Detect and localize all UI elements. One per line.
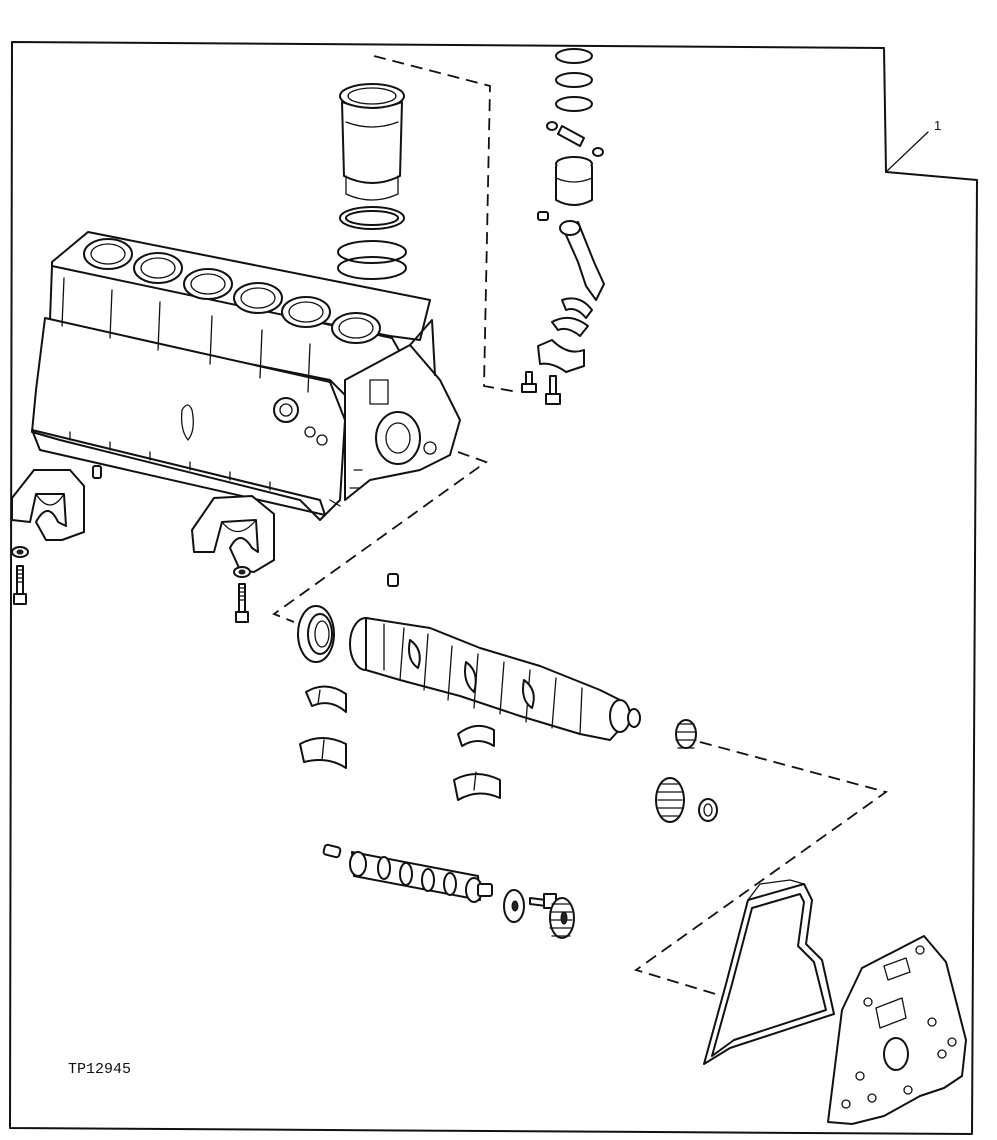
- crankshaft-gear: [675, 719, 697, 749]
- oil-pump-gear: [655, 777, 718, 823]
- camshaft: [322, 843, 493, 903]
- crankshaft: [349, 617, 641, 741]
- main-cap-bolt-1: [11, 546, 29, 605]
- assembly-dashed-line-crank: [272, 451, 488, 623]
- rod-bolt-2: [545, 375, 561, 405]
- rod-bolt-1: [521, 371, 537, 393]
- piston-rings: [555, 48, 593, 112]
- frame-border: [9, 41, 978, 1135]
- crankshaft-dowel: [387, 573, 399, 587]
- assembly-dashed-line-liner: [373, 55, 519, 393]
- piston-pin: [546, 121, 604, 157]
- figure-id-label: TP12945: [68, 1061, 131, 1078]
- cylinder-block: [31, 231, 461, 521]
- callout-number: 1: [934, 118, 941, 133]
- rod-bearings: [551, 297, 593, 337]
- connecting-rod: [537, 211, 605, 301]
- dowel-pin: [92, 465, 102, 479]
- liner-seal-rings: [337, 206, 407, 280]
- main-cap-bolt-2: [233, 566, 251, 623]
- cylinder-liner: [339, 83, 405, 201]
- main-bearing-cap-1: [11, 469, 85, 541]
- thrust-bearings: [299, 685, 347, 769]
- assembly-dashed-line-gears: [633, 741, 889, 997]
- main-bearing-inserts: [453, 724, 501, 801]
- engine-front-plate: [827, 935, 967, 1125]
- thrust-washer: [503, 889, 525, 923]
- rod-cap: [537, 339, 585, 373]
- main-bearing-cap-2: [191, 495, 275, 573]
- camshaft-gear: [549, 897, 575, 939]
- front-plate-gasket: [703, 879, 835, 1065]
- rear-oil-seal: [297, 605, 335, 663]
- piston: [555, 156, 593, 206]
